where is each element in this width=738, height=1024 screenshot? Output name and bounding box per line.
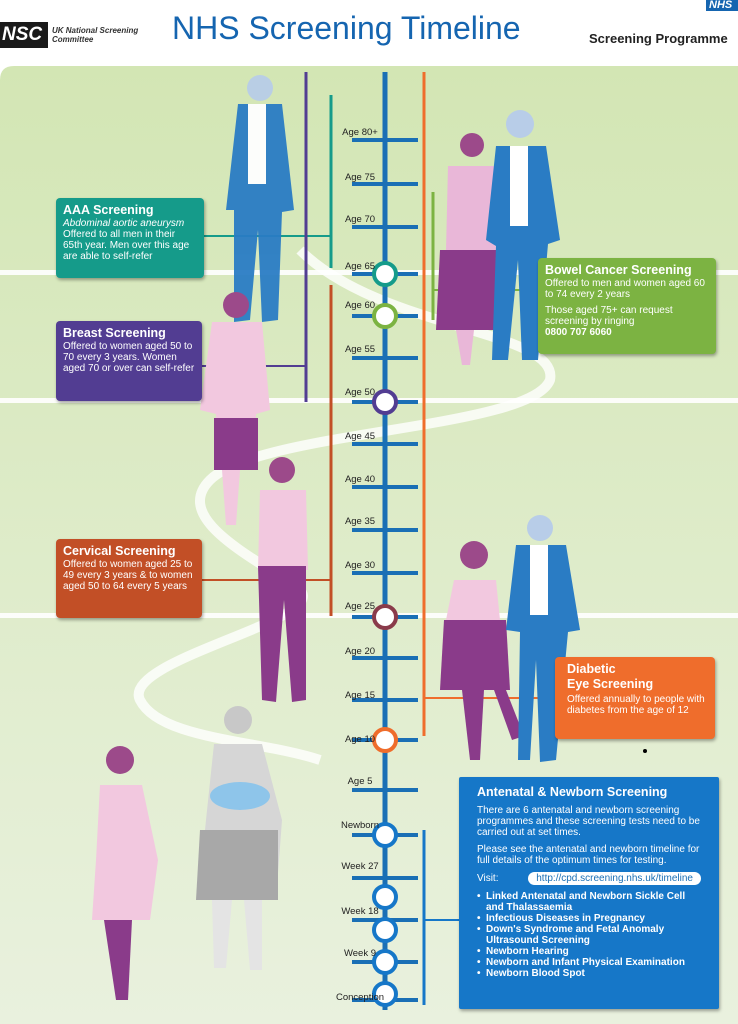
diabetic-title-line1: Diabetic [567,662,616,676]
breast-title: Breast Screening [63,326,166,340]
list-item: Down's Syndrome and Fetal Anomaly Ultras… [477,924,701,946]
antenatal-programme-list: Linked Antenatal and Newborn Sickle Cell… [477,891,701,979]
bowel-self-refer: Those aged 75+ can request screening by … [545,305,673,327]
visit-label: Visit: [477,873,499,884]
elderly-man-figure [226,75,294,322]
visit-row: Visit: http://cpd.screening.nhs.uk/timel… [477,872,701,885]
age-label: Age 55 [344,344,376,355]
young-couple-figure [440,515,580,762]
age-label: Age 15 [344,690,376,701]
bowel-description: Offered to men and women aged 60 to 74 e… [545,278,705,300]
woman-with-baby-figure [196,706,282,970]
breast-screening-box: Breast Screening Offered to women aged 5… [56,321,202,401]
age-label: Week 9 [343,948,377,959]
cervical-title: Cervical Screening [63,544,176,558]
pregnant-woman-figure [92,746,158,1000]
list-item: Linked Antenatal and Newborn Sickle Cell… [477,891,701,913]
age-label: Age 5 [347,776,373,787]
aaa-title: AAA Screening [63,203,154,217]
list-item: Newborn Hearing [477,946,701,957]
age-60-marker [372,303,398,329]
age-label: Age 75 [344,172,376,183]
bowel-screening-box: Bowel Cancer Screening Offered to men an… [538,258,716,354]
age-label: Age 45 [344,431,376,442]
young-woman-figure [258,457,308,702]
age-label: Age 25 [344,601,376,612]
antenatal-timeline-note: Please see the antenatal and newborn tim… [477,844,700,866]
middle-aged-woman-figure [200,292,270,525]
cervical-description: Offered to women aged 25 to 49 every 3 y… [63,559,193,592]
antenatal-intro: There are 6 antenatal and newborn screen… [477,805,700,838]
age-50-marker [372,389,398,415]
age-label: Age 40 [344,474,376,485]
diabetic-description: Offered annually to people with diabetes… [567,694,705,716]
nhs-logo: NHS [706,0,738,11]
age-label: Age 50 [344,387,376,398]
newborn-marker [372,822,398,848]
list-item: Infectious Diseases in Pregnancy [477,913,701,924]
list-item: Newborn Blood Spot [477,968,701,979]
age-10-marker [372,727,398,753]
nsc-logo: NSC [0,22,48,48]
nsc-org-name: UK National Screening Committee [52,26,139,44]
age-label: Age 35 [344,516,376,527]
antenatal-newborn-screening-box: Antenatal & Newborn Screening There are … [459,777,719,1009]
age-label: Age 70 [344,214,376,225]
age-label: Age 65 [344,261,376,272]
aaa-description: Offered to all men in their 65th year. M… [63,229,190,262]
age-label: Newborn [340,820,380,831]
bowel-title: Bowel Cancer Screening [545,263,692,277]
age-label: Conception [335,992,385,1003]
list-item: Newborn and Infant Physical Examination [477,957,701,968]
age-label: Age 10 [344,734,376,745]
breast-description: Offered to women aged 50 to 70 every 3 y… [63,341,195,374]
age-label: Age 80+ [342,127,378,138]
header: NSC UK National Screening Committee NHS … [0,0,738,62]
antenatal-title: Antenatal & Newborn Screening [477,785,668,799]
age-25-marker [372,604,398,630]
timeline-link[interactable]: http://cpd.screening.nhs.uk/timeline [528,872,701,885]
diabetic-eye-screening-box: Diabetic Eye Screening Offered annually … [555,657,715,739]
bowel-phone-number[interactable]: 0800 707 6060 [545,327,612,338]
age-label: Age 20 [344,646,376,657]
screening-programme-label: Screening Programme [589,31,728,46]
age-label: Age 60 [344,300,376,311]
age-label: Week 18 [341,906,379,917]
elderly-couple-figure [436,110,560,365]
aaa-screening-box: AAA Screening Abdominal aortic aneurysm … [56,198,204,278]
cervical-screening-box: Cervical Screening Offered to women aged… [56,539,202,618]
diabetic-title-line2: Eye Screening [567,677,654,691]
aaa-subtitle: Abdominal aortic aneurysm [63,218,185,229]
age-label: Week 27 [341,861,379,872]
age-65-marker [372,261,398,287]
page-title: NHS Screening Timeline [172,10,521,46]
baby-figure [210,782,270,810]
age-label: Age 30 [344,560,376,571]
